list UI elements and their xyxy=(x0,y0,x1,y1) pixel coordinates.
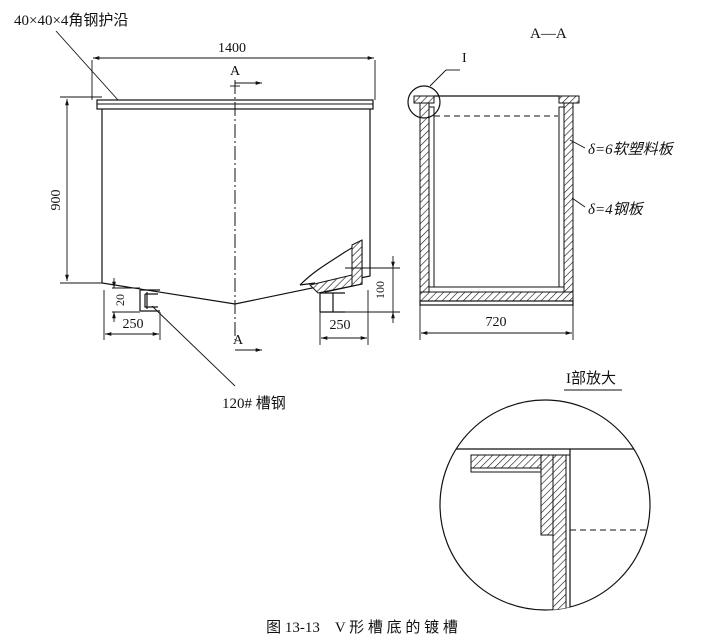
dim-100: 100 xyxy=(373,281,387,299)
detail-id: I xyxy=(462,51,467,66)
channel-steel-right xyxy=(319,292,345,313)
detail-view: I部放大 xyxy=(439,370,651,611)
dim-900: 900 xyxy=(49,190,64,211)
dim-1400: 1400 xyxy=(218,41,246,56)
channel-steel-label: 120# 槽钢 xyxy=(222,395,286,412)
detail-title: I部放大 xyxy=(566,370,616,387)
front-view: 1400 40×40×4角钢护沿 A A 900 20 250 120# 槽钢 xyxy=(14,12,400,412)
figure-caption: 图 13-13 V 形 槽 底 的 镀 槽 xyxy=(266,619,458,636)
section-title: A—A xyxy=(530,26,567,42)
plastic-sheet-label: δ=6软塑料板 xyxy=(588,141,675,158)
section-mark-top: A xyxy=(230,64,241,79)
dim-250-right: 250 xyxy=(330,318,351,333)
dim-720: 720 xyxy=(486,315,507,330)
section-view: A—A I δ=6软塑料板 δ=4钢板 720 xyxy=(407,26,675,340)
dim-250-left: 250 xyxy=(123,317,144,332)
detail-circle-marker xyxy=(407,85,441,119)
channel-steel-left xyxy=(139,289,160,312)
dim-20: 20 xyxy=(113,294,127,306)
steel-sheet-label: δ=4钢板 xyxy=(588,201,645,218)
angle-steel-label: 40×40×4角钢护沿 xyxy=(14,12,128,29)
detail-circle xyxy=(439,399,651,611)
section-mark-bottom: A xyxy=(233,333,244,348)
tank-body-outline xyxy=(101,109,371,305)
